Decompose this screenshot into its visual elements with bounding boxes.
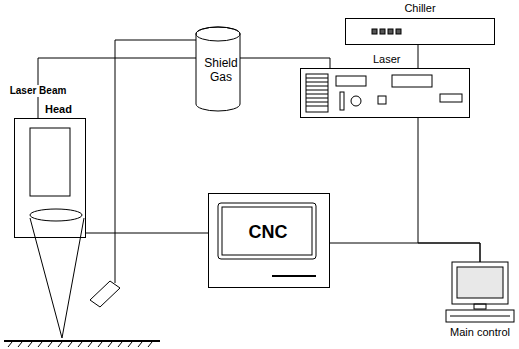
gas-hose [115,40,196,283]
keyboard-keys [450,316,510,317]
head-tube [30,128,70,196]
laser-slot [340,92,344,110]
gas-nozzle [90,281,120,307]
connector-line [418,118,480,262]
laser-grille [306,74,328,112]
laser-panel [336,76,366,86]
chiller-light [396,29,401,34]
node-label: Laser [373,53,401,66]
computer-monitor [452,262,508,304]
laser-knob [351,96,361,106]
connector-line [38,58,330,118]
laser-grille-lines [306,78,328,106]
chiller-box: Chiller [345,18,495,45]
node-label: Head [45,103,72,116]
node-label: CNC [223,208,313,256]
main-control-computer: Main control [446,262,514,324]
node-label: Main control [436,326,519,339]
node-label: Chiller [346,2,494,15]
laser-head: Head [14,118,86,238]
cnc-screen [222,207,312,255]
computer-screen [457,267,503,298]
chiller-light [388,29,393,34]
focusing-lens [30,209,82,221]
computer-stand [474,304,486,309]
edge-label: Laser Beam [8,85,69,97]
connector-line [330,243,480,262]
beam-cone [30,218,84,338]
gas-cylinder: Shield Gas [195,26,247,112]
laser-unit: Laser [300,68,470,118]
workpiece [4,340,160,342]
chiller-light [380,29,385,34]
laser-panel [440,94,462,102]
cnc-slot [272,275,316,277]
laser-button [378,96,386,104]
workpiece-hatch [8,342,152,347]
cnc-unit: CNC [208,193,330,288]
chiller-light [372,29,377,34]
computer-keyboard [446,310,514,322]
node-label: Shield Gas [195,56,247,84]
cnc-screen-frame [218,203,316,259]
connector-line [86,233,208,234]
connector-line [418,45,419,68]
laser-display [392,75,432,87]
